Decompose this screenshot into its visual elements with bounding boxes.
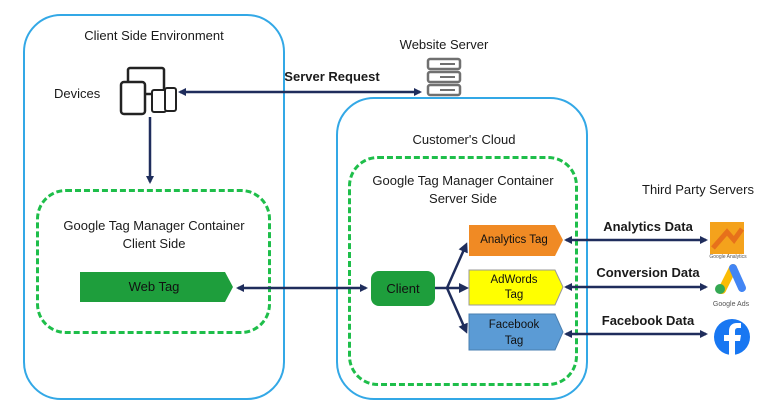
website-server-label: Website Server xyxy=(399,37,489,52)
facebook-tag-label-line1: Facebook xyxy=(488,319,540,331)
google-ads-logo-icon xyxy=(715,264,746,294)
adwords-tag-label-line1: AdWords xyxy=(490,274,538,286)
customers-cloud-box xyxy=(336,97,588,400)
facebook-data-label: Facebook Data xyxy=(601,313,695,328)
web-tag-label: Web Tag xyxy=(128,279,180,294)
devices-icon xyxy=(119,66,177,116)
adwords-tag-label-line2: Tag xyxy=(504,289,524,301)
web-tag-shape xyxy=(80,272,233,302)
analytics-data-label: Analytics Data xyxy=(603,219,693,234)
google-analytics-logo-icon xyxy=(710,222,745,254)
server-request-label: Server Request xyxy=(284,69,380,84)
third-party-servers-title: Third Party Servers xyxy=(642,182,754,197)
gtm-client-title-line1: Google Tag Manager Container xyxy=(63,218,245,233)
facebook-logo-icon xyxy=(714,319,750,355)
website-server-icon xyxy=(426,57,462,97)
devices-label: Devices xyxy=(54,86,101,101)
adwords-tag-shape xyxy=(468,269,564,306)
analytics-tag-shape xyxy=(469,225,563,256)
client-side-environment-box xyxy=(23,14,285,400)
conversion-data-label: Conversion Data xyxy=(596,265,700,280)
analytics-tag-label: Analytics Tag xyxy=(480,234,548,246)
facebook-tag-shape xyxy=(468,313,564,351)
client-label: Client xyxy=(386,281,420,296)
gtm-server-title-line1: Google Tag Manager Container xyxy=(372,173,554,188)
customers-cloud-title: Customer's Cloud xyxy=(412,132,516,147)
client-to-tags-arrows xyxy=(435,242,469,334)
google-analytics-caption: Google Analytics xyxy=(709,254,747,260)
gtm-server-container xyxy=(348,156,578,386)
client-shape xyxy=(371,271,435,306)
google-ads-caption: Google Ads xyxy=(712,301,750,308)
gtm-client-title-line2: Client Side xyxy=(122,236,186,251)
gtm-client-container xyxy=(36,189,271,334)
client-side-environment-title: Client Side Environment xyxy=(84,28,224,43)
facebook-tag-label-line2: Tag xyxy=(504,335,524,347)
gtm-server-title-line2: Server Side xyxy=(429,191,497,206)
